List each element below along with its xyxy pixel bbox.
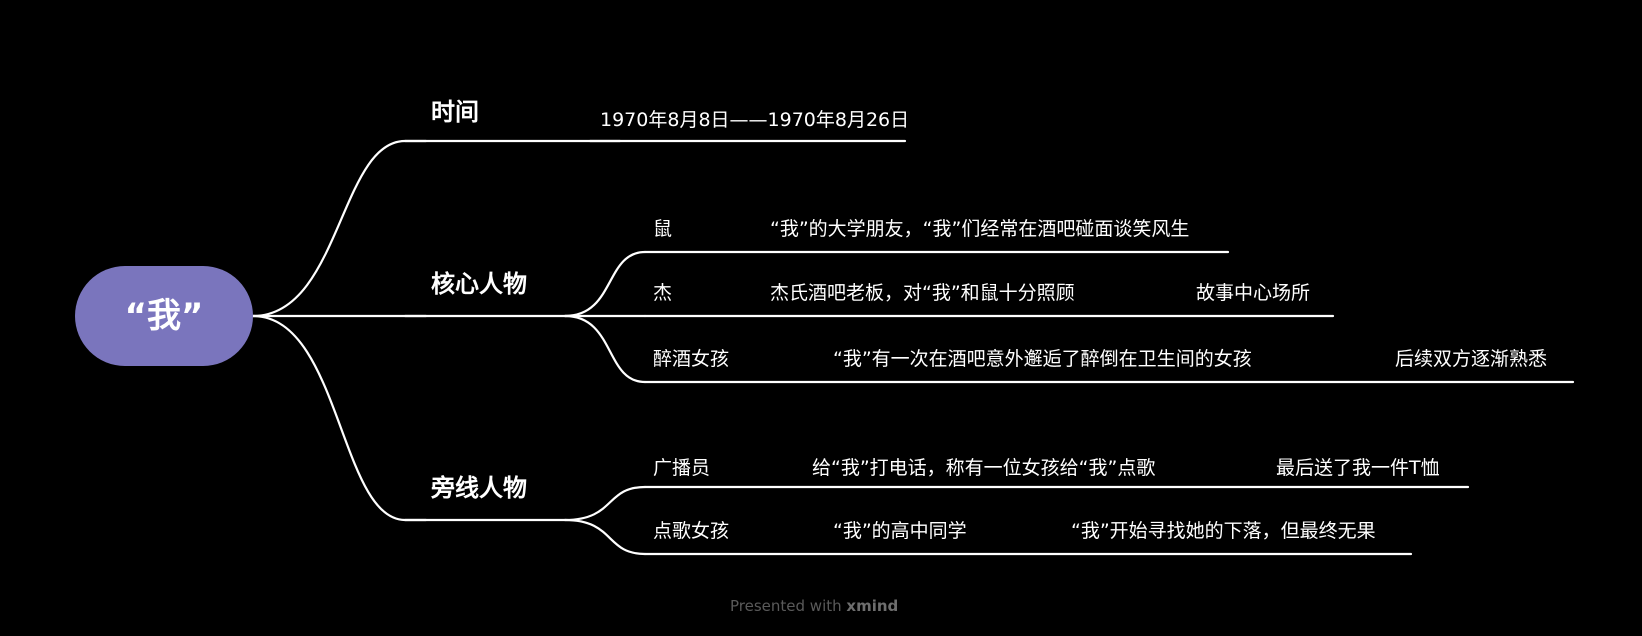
branch-time[interactable]: 时间 (431, 98, 479, 126)
rat-description[interactable]: “我”的大学朋友，“我”们经常在酒吧碰面谈笑风生 (770, 218, 1190, 240)
dj-description[interactable]: 给“我”打电话，称有一位女孩给“我”点歌 (812, 457, 1156, 479)
character-rat[interactable]: 鼠 (653, 218, 673, 240)
drunk-girl-description[interactable]: “我”有一次在酒吧意外邂逅了醉倒在卫生间的女孩 (833, 348, 1252, 370)
central-topic-label: “我” (124, 296, 204, 336)
time-range[interactable]: 1970年8月8日——1970年8月26日 (600, 109, 910, 131)
branch-side-characters[interactable]: 旁线人物 (431, 474, 527, 502)
branch-core-characters[interactable]: 核心人物 (431, 270, 527, 298)
central-topic[interactable]: “我” (75, 266, 253, 366)
song-girl-note[interactable]: “我”开始寻找她的下落，但最终无果 (1071, 520, 1376, 542)
connector-root-side (251, 314, 428, 522)
connector-side-dj (563, 485, 647, 522)
character-jay[interactable]: 杰 (653, 282, 673, 304)
song-girl-description[interactable]: “我”的高中同学 (833, 520, 967, 542)
xmind-watermark: Presented with xmind (730, 597, 898, 615)
watermark-prefix: Presented with (730, 597, 842, 615)
character-dj[interactable]: 广播员 (653, 457, 711, 479)
connector-core-drunk-girl (563, 314, 647, 384)
drunk-girl-note[interactable]: 后续双方逐渐熟悉 (1395, 348, 1548, 370)
connector-side-song-girl (563, 518, 647, 556)
watermark-brand: xmind (846, 597, 899, 615)
jay-description[interactable]: 杰氏酒吧老板，对“我”和鼠十分照顾 (770, 282, 1075, 304)
jay-note[interactable]: 故事中心场所 (1196, 282, 1311, 304)
dj-note[interactable]: 最后送了我一件T恤 (1276, 457, 1440, 479)
character-drunk-girl[interactable]: 醉酒女孩 (653, 348, 730, 370)
connector-root-time (251, 139, 428, 318)
character-song-girl[interactable]: 点歌女孩 (653, 520, 730, 542)
connector-core-rat (563, 250, 647, 318)
